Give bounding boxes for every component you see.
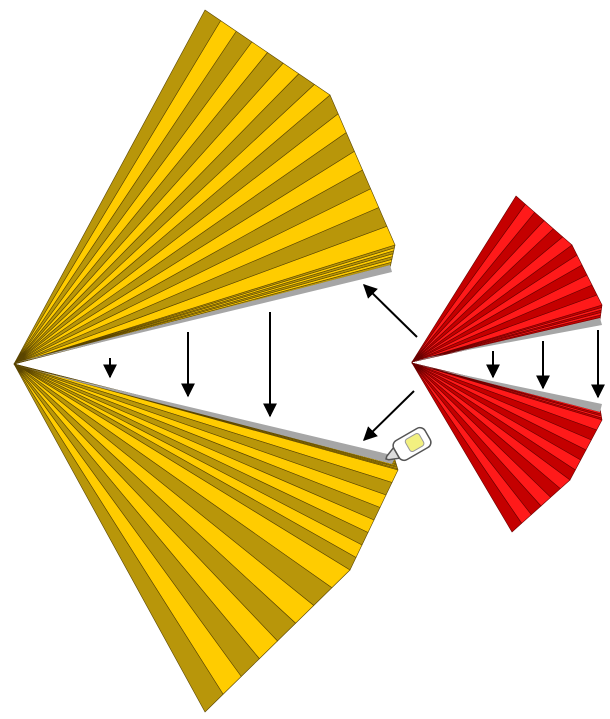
large-fan-top-half bbox=[13, 9, 396, 365]
small-fan-bottom-edge bbox=[412, 363, 602, 412]
large-fan-bottom-half bbox=[13, 363, 399, 713]
small-fan-top-half bbox=[411, 195, 603, 363]
small-fan-bottom-pleat bbox=[411, 362, 522, 533]
small-fan-top-pleat bbox=[411, 195, 526, 363]
small-fan-bottom-half bbox=[411, 362, 603, 533]
transfer-arrow-down bbox=[363, 390, 415, 441]
large-fan-bottom-pleat bbox=[13, 363, 224, 713]
small-fan-top-edge bbox=[412, 318, 602, 362]
transfer-arrow-up bbox=[363, 284, 418, 338]
large-fan-top-edge bbox=[14, 265, 392, 363]
large-fan-top-pleat bbox=[13, 9, 221, 365]
large-fan-bottom-edge bbox=[14, 365, 396, 464]
glue-bottle-icon bbox=[385, 426, 432, 462]
